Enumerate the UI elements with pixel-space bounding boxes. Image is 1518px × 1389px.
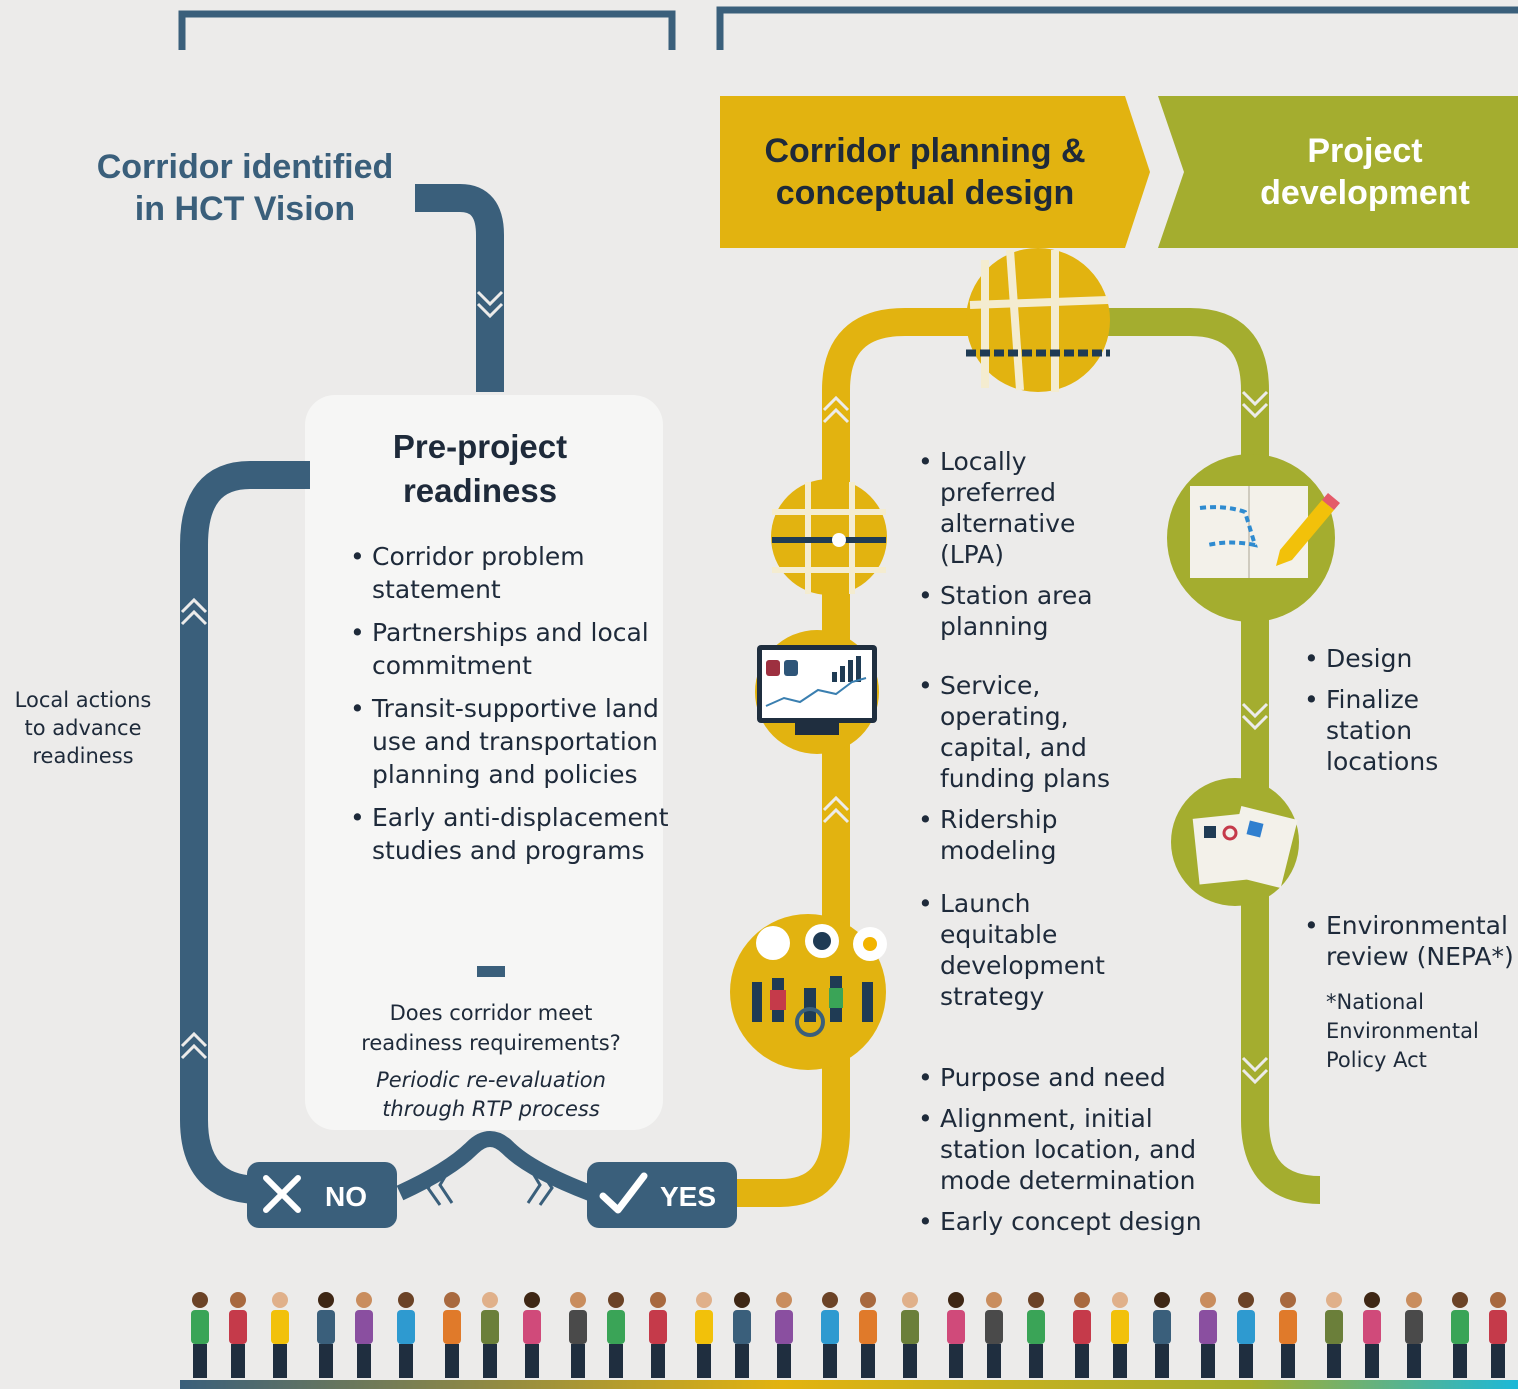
monitor-chart-icon bbox=[755, 630, 879, 754]
person-figure bbox=[1073, 1292, 1091, 1378]
top-bracket-right bbox=[716, 6, 1518, 50]
project-development-list-lower: Environmental review (NEPA*) bbox=[1304, 910, 1518, 982]
corridor-planning-list-lower: Purpose and need Alignment, initial stat… bbox=[918, 1062, 1230, 1247]
nepa-footnote: *National Environmental Policy Act bbox=[1326, 990, 1479, 1072]
list-item: Finalize station locations bbox=[1304, 684, 1476, 777]
ground-line bbox=[180, 1380, 1518, 1389]
chevron-left-icon bbox=[426, 1164, 454, 1206]
person-figure bbox=[821, 1292, 839, 1378]
chevron-down-icon bbox=[1241, 390, 1269, 419]
yes-label: YES bbox=[660, 1181, 716, 1212]
readiness-question: Does corridor meet readiness requirement… bbox=[361, 1001, 621, 1055]
check-icon bbox=[599, 1172, 648, 1214]
person-figure bbox=[649, 1292, 667, 1378]
phase-title-corridor-planning: Corridor planning & conceptual design bbox=[764, 132, 1086, 212]
list-item: Early anti-displacement studies and prog… bbox=[350, 801, 672, 867]
x-icon bbox=[263, 1175, 301, 1213]
panel-divider bbox=[477, 966, 505, 977]
banner-corridor-planning bbox=[720, 96, 1150, 248]
top-bracket-left bbox=[178, 10, 676, 50]
person-figure bbox=[481, 1292, 499, 1378]
readiness-note: Periodic re-evaluation through RTP proce… bbox=[376, 1068, 606, 1121]
person-figure bbox=[1489, 1292, 1507, 1378]
chevron-up-icon bbox=[180, 1031, 208, 1060]
documents-icon bbox=[1171, 778, 1299, 906]
person-figure bbox=[859, 1292, 877, 1378]
list-item: Partnerships and local commitment bbox=[350, 616, 672, 682]
route-map-pencil-icon bbox=[1167, 454, 1340, 622]
list-item: Transit-supportive land use and transpor… bbox=[350, 692, 672, 791]
person-figure bbox=[1363, 1292, 1381, 1378]
person-figure bbox=[1451, 1292, 1469, 1378]
no-button[interactable]: NO bbox=[247, 1162, 397, 1228]
pre-project-title: Pre-project readiness bbox=[392, 428, 568, 509]
project-development-list: Design Finalize station locations bbox=[1304, 643, 1476, 787]
local-actions-label: Local actions to advance readiness bbox=[14, 688, 152, 768]
banner-project-development bbox=[1158, 96, 1518, 248]
navy-track-top bbox=[415, 184, 504, 392]
list-item: Design bbox=[1304, 643, 1476, 674]
person-figure bbox=[191, 1292, 209, 1378]
person-figure bbox=[607, 1292, 625, 1378]
list-item: Alignment, initial station location, and… bbox=[918, 1103, 1230, 1196]
chevron-up-icon bbox=[822, 395, 850, 424]
person-figure bbox=[1027, 1292, 1045, 1378]
list-item: Corridor problem statement bbox=[350, 540, 672, 606]
corridor-planning-list: Locally preferred alternative (LPA) Stat… bbox=[918, 446, 1136, 1022]
yes-button[interactable]: YES bbox=[587, 1162, 737, 1228]
person-figure bbox=[271, 1292, 289, 1378]
chevron-down-icon bbox=[1241, 1056, 1269, 1085]
station-map-icon bbox=[771, 479, 887, 595]
chevron-down-icon bbox=[476, 290, 504, 319]
olive-track bbox=[1090, 308, 1321, 1204]
chevron-right-icon bbox=[526, 1164, 554, 1206]
list-item: Purpose and need bbox=[918, 1062, 1230, 1093]
chevron-down-icon bbox=[1241, 702, 1269, 731]
pre-project-list: Corridor problem statement Partnerships … bbox=[350, 540, 672, 877]
yellow-track bbox=[735, 308, 1000, 1207]
corridor-identified-title: Corridor identified in HCT Vision bbox=[96, 148, 394, 228]
list-item: Locally preferred alternative (LPA) bbox=[918, 446, 1136, 570]
person-figure bbox=[901, 1292, 919, 1378]
person-figure bbox=[1237, 1292, 1255, 1378]
list-item: Ridership modeling bbox=[918, 804, 1136, 866]
no-label: NO bbox=[325, 1181, 367, 1212]
person-figure bbox=[985, 1292, 1003, 1378]
person-figure bbox=[733, 1292, 751, 1378]
person-figure bbox=[775, 1292, 793, 1378]
person-figure bbox=[523, 1292, 541, 1378]
person-figure bbox=[355, 1292, 373, 1378]
list-item: Launch equitable development strategy bbox=[918, 888, 1136, 1012]
person-figure bbox=[229, 1292, 247, 1378]
chevron-right-icon bbox=[1440, 1176, 1471, 1204]
crowd-illustration bbox=[191, 1292, 1507, 1378]
chevron-up-icon bbox=[180, 597, 208, 626]
list-item: Station area planning bbox=[918, 580, 1136, 642]
person-figure bbox=[317, 1292, 335, 1378]
person-figure bbox=[1111, 1292, 1129, 1378]
people-engagement-icon bbox=[730, 914, 887, 1070]
chevron-up-icon bbox=[822, 795, 850, 824]
person-figure bbox=[1199, 1292, 1217, 1378]
phase-title-project-development: Project development bbox=[1260, 132, 1470, 212]
navy-track-loop bbox=[180, 461, 310, 1204]
person-figure bbox=[1325, 1292, 1343, 1378]
list-item: Service, operating, capital, and funding… bbox=[918, 670, 1136, 794]
person-figure bbox=[397, 1292, 415, 1378]
person-figure bbox=[443, 1292, 461, 1378]
map-grid-icon bbox=[966, 248, 1110, 392]
person-figure bbox=[569, 1292, 587, 1378]
person-figure bbox=[1279, 1292, 1297, 1378]
list-item: Environmental review (NEPA*) bbox=[1304, 910, 1518, 972]
person-figure bbox=[1153, 1292, 1171, 1378]
person-figure bbox=[1405, 1292, 1423, 1378]
list-item: Early concept design bbox=[918, 1206, 1230, 1237]
person-figure bbox=[947, 1292, 965, 1378]
person-figure bbox=[695, 1292, 713, 1378]
